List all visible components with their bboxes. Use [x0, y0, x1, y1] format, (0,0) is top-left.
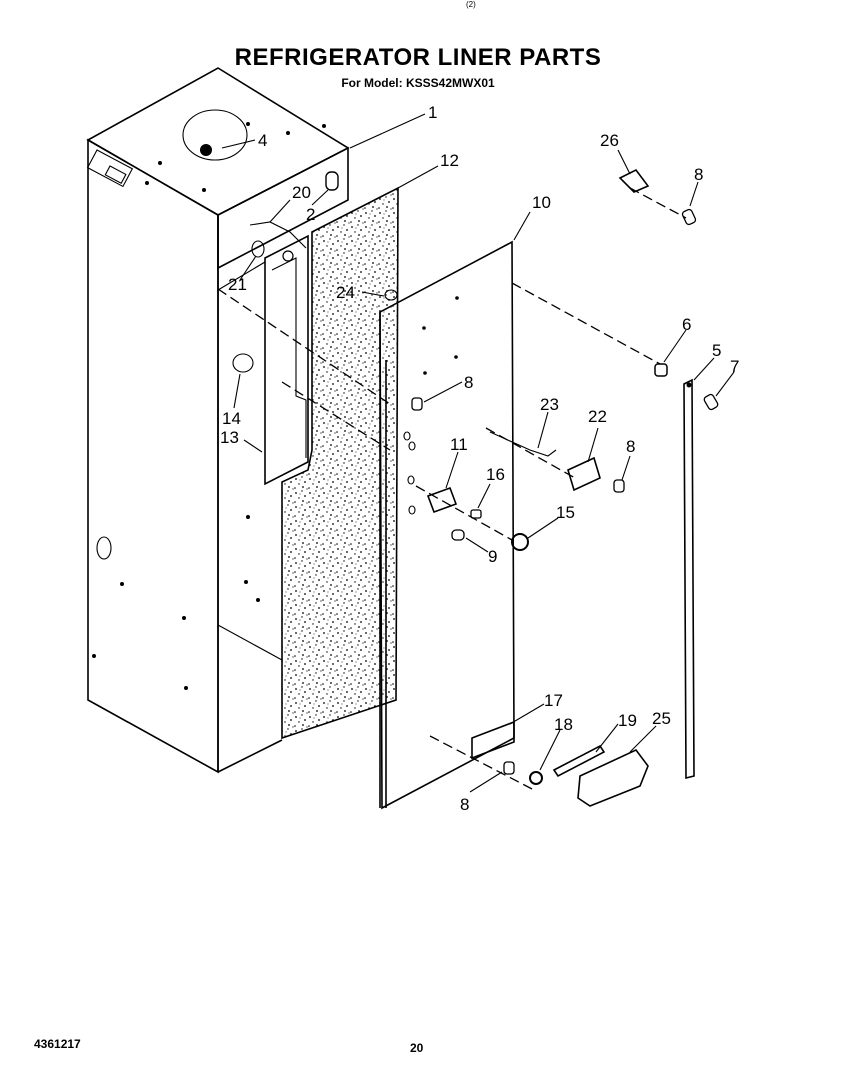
switch-icon	[251, 240, 265, 258]
callout-8-switch: 8	[626, 437, 635, 456]
heater-rod-icon	[552, 744, 606, 778]
insulation-panel	[281, 186, 399, 740]
side-trim-strip	[683, 378, 695, 780]
callout-2: 2	[306, 205, 315, 224]
screw-icon	[703, 393, 719, 411]
callout-21: 21	[228, 275, 247, 294]
callout-18: 18	[554, 715, 573, 734]
callout-17: 17	[544, 691, 563, 710]
leader-lines	[221, 113, 735, 793]
top-mark: (2)	[466, 0, 476, 9]
callout-23: 23	[540, 395, 559, 414]
clip-icon	[618, 168, 650, 193]
mounting-bracket	[264, 234, 309, 486]
grommet-icon	[511, 533, 529, 551]
thermostat-knob-icon	[232, 353, 254, 373]
harness-icon	[489, 431, 557, 457]
callout-13: 13	[220, 428, 239, 447]
light-socket-icon	[325, 171, 339, 191]
callout-24: 24	[336, 283, 355, 302]
callout-12: 12	[440, 151, 459, 170]
nut-icon	[529, 771, 543, 785]
document-number: 4361217	[34, 1037, 81, 1051]
liner-panel	[379, 240, 515, 810]
callout-14: 14	[222, 409, 241, 428]
callout-5: 5	[712, 341, 721, 360]
part-callouts: 1 2 4 5 6 7 8 8 8 8 9 10 11 12 13 14 15 …	[220, 103, 739, 814]
spacer-icon	[654, 363, 668, 377]
drain-bracket	[471, 720, 515, 760]
callout-1: 1	[428, 103, 437, 122]
callout-16: 16	[486, 465, 505, 484]
callout-8-top: 8	[694, 165, 703, 184]
plate-icon	[426, 486, 458, 514]
callout-6: 6	[682, 315, 691, 334]
drain-trough-icon	[577, 749, 649, 807]
screw-icon	[384, 289, 398, 301]
callout-22: 22	[588, 407, 607, 426]
cabinet-shell	[86, 67, 350, 774]
screw-icon	[503, 761, 515, 775]
washer-icon	[470, 509, 482, 519]
callout-4: 4	[258, 131, 267, 150]
callout-26: 26	[600, 131, 619, 150]
callout-25: 25	[652, 709, 671, 728]
callout-20: 20	[292, 183, 311, 202]
callout-10: 10	[532, 193, 551, 212]
callout-8-liner: 8	[464, 373, 473, 392]
screw-icon	[411, 397, 423, 411]
callout-7: 7	[730, 357, 739, 376]
callout-8-bottom: 8	[460, 795, 469, 814]
callout-19: 19	[618, 711, 637, 730]
callout-9: 9	[488, 547, 497, 566]
fan-motor-icon	[200, 144, 212, 156]
screw-icon	[613, 479, 625, 493]
callout-15: 15	[556, 503, 575, 522]
light-switch-icon	[567, 456, 601, 492]
screw-icon	[681, 208, 697, 226]
model-subtitle: For Model: KSSS42MWX01	[341, 76, 495, 90]
small-parts	[232, 168, 719, 807]
page-title: REFRIGERATOR LINER PARTS	[234, 44, 602, 71]
page-number: 20	[410, 1041, 424, 1055]
callout-11: 11	[450, 435, 468, 454]
plug-icon	[451, 529, 465, 541]
